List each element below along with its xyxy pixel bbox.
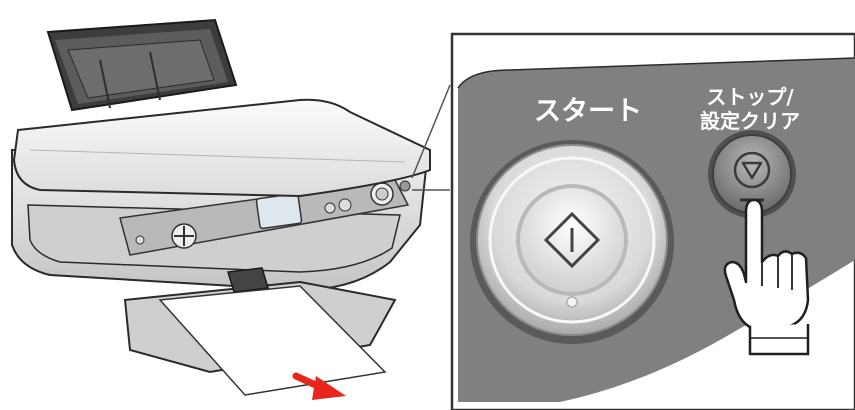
start-indicator-light (567, 297, 577, 307)
stop-label-line2: 設定クリア (700, 109, 800, 133)
stop-label-line1: ストップ/ (706, 85, 794, 109)
start-button[interactable] (470, 140, 674, 344)
paper-support (48, 20, 236, 110)
start-label: スタート (534, 96, 642, 127)
control-panel-callout: スタート ストップ/ 設定クリア (412, 34, 855, 410)
printer-stop-button (400, 181, 410, 191)
printer (12, 20, 430, 400)
lcd-screen (256, 193, 302, 229)
scanner-lid (14, 100, 430, 196)
